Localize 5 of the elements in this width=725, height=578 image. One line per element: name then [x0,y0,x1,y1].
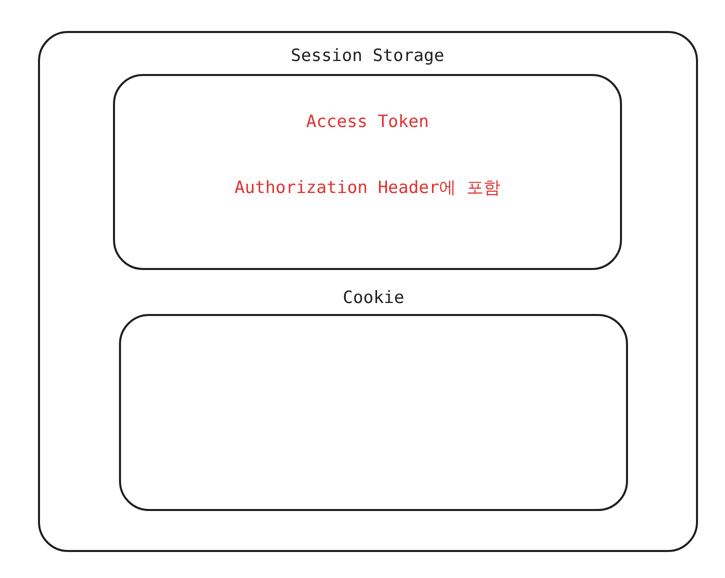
outer-frame [38,31,698,552]
note-text: Authorization Header에 포함 [234,177,500,199]
note-text: Access Token [306,112,429,132]
box-heading: Cookie [342,288,404,308]
box-heading: Session Storage [290,46,444,66]
